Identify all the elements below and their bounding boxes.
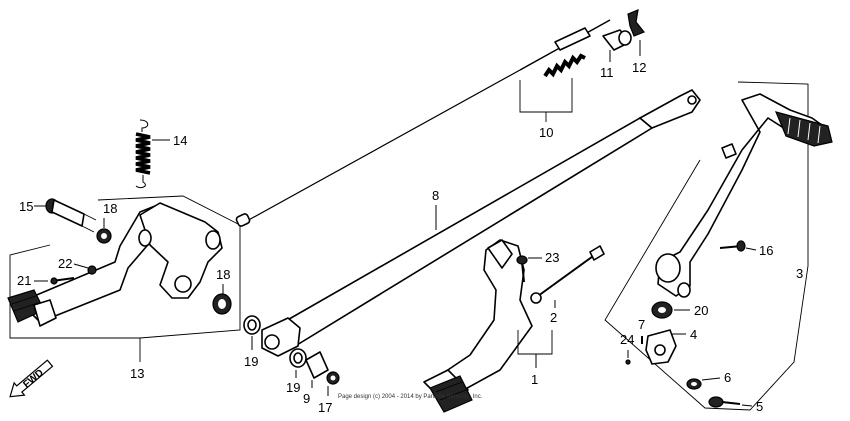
callout-17: 17 xyxy=(318,400,332,415)
return-spring[interactable] xyxy=(135,119,151,189)
callout-7: 7 xyxy=(638,317,645,332)
callout-1: 1 xyxy=(531,372,538,387)
callout-19-right: 19 xyxy=(286,380,300,395)
nut-17[interactable] xyxy=(326,371,340,385)
washer-19-left[interactable] xyxy=(243,315,261,335)
callout-24: 24 xyxy=(620,332,634,347)
nut-22[interactable] xyxy=(87,265,97,275)
callout-18-right: 18 xyxy=(216,267,230,282)
joint-4[interactable] xyxy=(645,329,677,365)
callout-21: 21 xyxy=(17,273,31,288)
adjusting-nut[interactable] xyxy=(627,9,645,37)
callout-2: 2 xyxy=(550,310,557,325)
bolt-16[interactable] xyxy=(719,240,746,252)
callout-22: 22 xyxy=(58,256,72,271)
callout-13: 13 xyxy=(130,366,144,381)
kickstarter-arm[interactable] xyxy=(655,93,833,298)
callout-23: 23 xyxy=(545,250,559,265)
fwd-arrow: FWD xyxy=(9,359,54,398)
brake-cable-end[interactable] xyxy=(519,19,611,78)
callout-3: 3 xyxy=(796,266,803,281)
oil-seal-right[interactable] xyxy=(212,293,232,315)
washer-6[interactable] xyxy=(686,378,702,390)
callout-15: 15 xyxy=(19,199,33,214)
pivot-hole xyxy=(174,275,192,293)
callout-8: 8 xyxy=(432,188,439,203)
gearshift-pedal[interactable] xyxy=(423,239,533,413)
collar-9[interactable] xyxy=(305,351,329,379)
callout-12: 12 xyxy=(632,60,646,75)
brake-pedal-pivot-plate[interactable] xyxy=(139,202,223,299)
bolt-5[interactable] xyxy=(708,396,741,408)
pin-24[interactable] xyxy=(625,359,631,365)
shift-spindle[interactable] xyxy=(530,245,605,304)
brake-arm-joint[interactable] xyxy=(602,29,632,51)
callout-14: 14 xyxy=(173,133,187,148)
callout-19-left: 19 xyxy=(244,354,258,369)
callout-10: 10 xyxy=(539,125,553,140)
brake-pedal-group: 15 18 22 21 14 18 13 xyxy=(7,119,241,381)
brake-rod[interactable] xyxy=(235,69,521,227)
brake-link-rod[interactable] xyxy=(261,89,701,357)
callout-20: 20 xyxy=(694,303,708,318)
callout-6: 6 xyxy=(724,370,731,385)
callout-5: 5 xyxy=(756,399,763,414)
washer-19-right[interactable] xyxy=(289,348,307,368)
callout-18-left: 18 xyxy=(103,201,117,216)
callout-9: 9 xyxy=(303,391,310,406)
callout-16: 16 xyxy=(759,243,773,258)
pivot-bolt[interactable] xyxy=(45,198,97,233)
oil-seal-20[interactable] xyxy=(651,301,673,319)
callout-4: 4 xyxy=(690,327,697,342)
bolt-23[interactable] xyxy=(516,255,528,283)
copyright-notice: Page design (c) 2004 - 2014 by Partzilla… xyxy=(338,394,483,400)
callout-11: 11 xyxy=(600,65,614,80)
